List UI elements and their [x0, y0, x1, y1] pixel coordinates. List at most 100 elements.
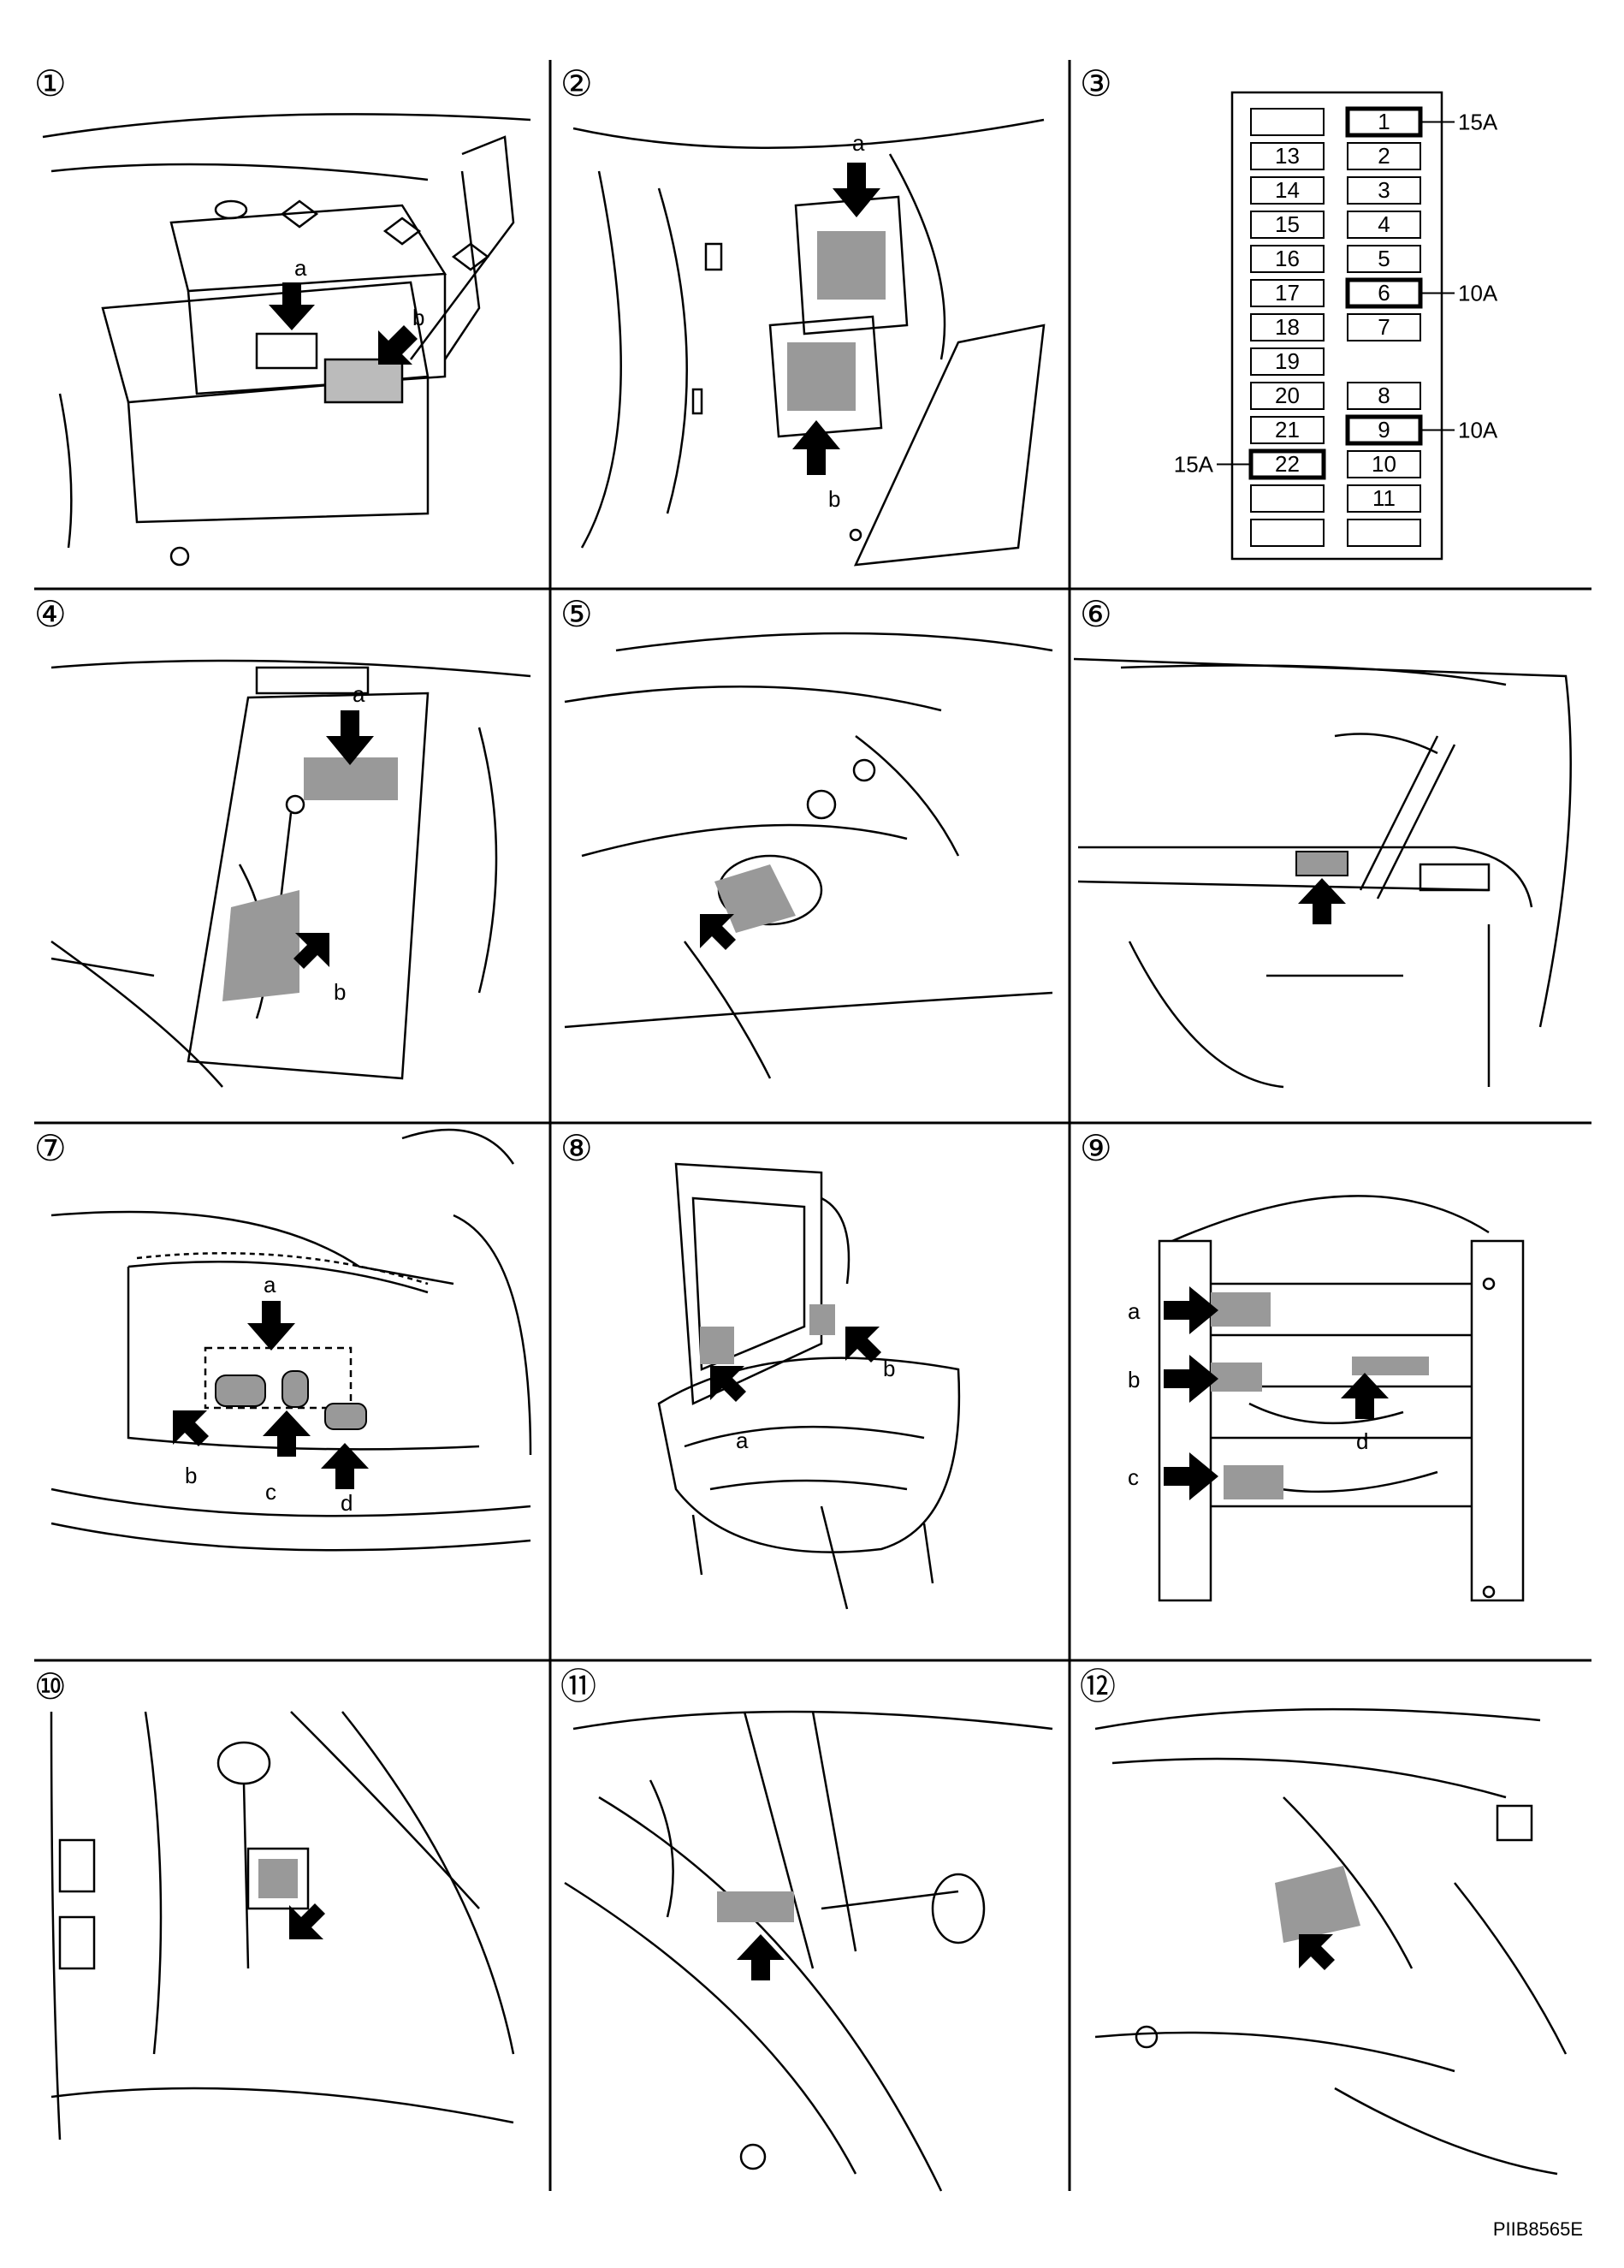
fuse-number: 5 [1378, 246, 1390, 271]
panel-4-label-b: b [334, 979, 346, 1005]
fuse-rating-callout: 15A [1174, 452, 1214, 478]
panel-number-7: ⑦ [34, 1127, 67, 1169]
fuse-slot [1250, 279, 1325, 307]
panel-5-connectors [714, 864, 796, 933]
panel-1-label-b: b [412, 305, 424, 330]
fuse-number: 21 [1275, 417, 1300, 442]
panel-7-label-b: b [185, 1463, 197, 1488]
panel-1-label-a: a [294, 255, 307, 281]
fuse-block-frame [1230, 91, 1443, 561]
fuse-slot [1347, 382, 1421, 410]
panel-2-label-a: a [852, 130, 865, 156]
panel-11-illustration [564, 1710, 1053, 2192]
panel-1-illustration [42, 113, 531, 567]
panel-number-3: ③ [1080, 62, 1112, 104]
arrow-a [833, 163, 880, 217]
panel-12-illustration [1094, 1707, 1568, 2176]
fuse-slot [1250, 245, 1325, 273]
panel-2-arrows [792, 163, 880, 475]
fuse-number: 2 [1378, 143, 1390, 169]
panel-9-label-d: d [1356, 1428, 1368, 1454]
fuse-number: 15 [1275, 211, 1300, 237]
panel-7-arrows [173, 1301, 369, 1489]
arrow-a [710, 1366, 746, 1402]
panel-4-illustration [50, 659, 531, 1088]
panel-9-label-a: a [1128, 1298, 1141, 1324]
arrow [700, 914, 736, 950]
panel-number-12: ⑫ [1080, 1665, 1116, 1707]
fuse-number: 14 [1275, 177, 1300, 203]
arrow-a [247, 1301, 295, 1351]
panel-9-label-b: b [1128, 1367, 1140, 1392]
panel-7-illustration [50, 1128, 532, 1552]
panel-6-illustration [1073, 657, 1572, 1089]
panel-8-arrows [710, 1327, 881, 1402]
panel-4-label-a: a [353, 681, 365, 707]
arrow-a [1164, 1286, 1218, 1334]
panel-7-label-c: c [265, 1479, 276, 1505]
panel-4-arrows [293, 710, 374, 969]
panel-10-connectors [258, 1859, 298, 1898]
panel-number-4: ④ [34, 593, 67, 635]
fuse-number: 1 [1378, 109, 1390, 134]
fuse-slot [1250, 313, 1325, 341]
panel-7-label-a: a [264, 1272, 276, 1297]
fuse-number: 20 [1275, 383, 1300, 408]
fuse-rating-callout: 10A [1458, 418, 1498, 443]
panel-6-arrows [1298, 878, 1346, 924]
panel-2-connectors [787, 231, 886, 411]
panel-12-arrows [1299, 1934, 1335, 1970]
panel-10-arrows [289, 1903, 325, 1939]
arrow [1298, 878, 1346, 924]
fuse-slot [1347, 519, 1421, 547]
fuse-number: 9 [1378, 417, 1390, 442]
panel-8-label-a: a [736, 1428, 749, 1453]
fuse-number: 6 [1378, 280, 1390, 306]
panel-7-label-d: d [341, 1490, 353, 1516]
panel-6-switch [1295, 851, 1348, 876]
fuse-rating-callout: 10A [1458, 281, 1498, 306]
panel-number-8: ⑧ [560, 1127, 593, 1169]
fuse-number: 19 [1275, 348, 1300, 374]
panel-number-11: ⑪ [560, 1665, 596, 1707]
arrow [1299, 1934, 1335, 1970]
arrow-d [1341, 1373, 1389, 1419]
fuse-slot [1250, 108, 1325, 136]
panel-2-label-b: b [828, 486, 840, 512]
arrow-b [378, 325, 418, 365]
fuse-slot [1250, 211, 1325, 239]
fuse-number: 22 [1275, 451, 1300, 477]
fuse-slot [1250, 382, 1325, 410]
panel-1-arrows [269, 282, 418, 365]
fuse-number: 11 [1372, 485, 1396, 511]
arrow-b [792, 420, 840, 475]
fuse-number: 10 [1372, 451, 1396, 477]
fuse-slot [1250, 416, 1325, 444]
fuse-slot [1250, 142, 1325, 170]
panel-10-illustration [50, 1711, 515, 2140]
fuse-slot [1347, 211, 1421, 239]
panel-number-1: ① [34, 62, 67, 104]
arrow-b [1164, 1355, 1218, 1403]
panel-9-arrows [1164, 1286, 1389, 1500]
panel-number-10: ⑩ [34, 1665, 67, 1707]
figure-code: PIIB8565E [1493, 2218, 1583, 2240]
fuse-slot [1347, 450, 1421, 478]
arrow-c [263, 1410, 311, 1457]
arrow-b [293, 933, 329, 969]
fuse-slot [1347, 313, 1421, 341]
fuse-slot [1347, 176, 1421, 205]
fuse-slot [1347, 142, 1421, 170]
arrow-c [1164, 1452, 1218, 1500]
panel-9-connectors [1211, 1292, 1429, 1499]
fuse-number: 4 [1378, 211, 1390, 237]
fuse-slot [1347, 484, 1421, 513]
fuse-number: 17 [1275, 280, 1300, 306]
panel-number-9: ⑨ [1080, 1127, 1112, 1169]
arrow [289, 1903, 325, 1939]
panel-8-illustration [657, 1162, 961, 1610]
